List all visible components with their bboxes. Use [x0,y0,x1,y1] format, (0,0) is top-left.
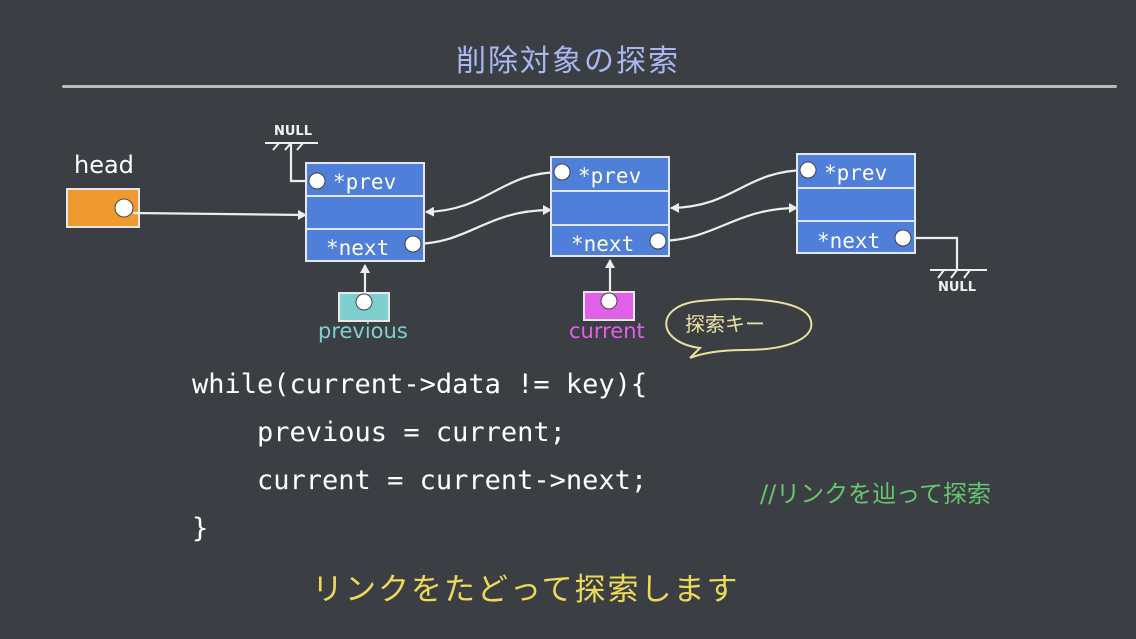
node3-next-dot [894,229,912,247]
head-label: head [74,151,134,179]
node3-next-to-null [903,236,959,270]
head-pointer: head [66,151,140,228]
null-label-left: NULL [274,124,312,139]
node3-prev-field: *prev [824,161,887,185]
current-dot [600,292,618,310]
search-key-text: 探索キー [685,312,765,336]
list-node-2: *prev *next [550,156,670,257]
node2-prev-arrow [425,170,563,217]
code-line-4: } [192,513,209,544]
node1-prev-field: *prev [333,170,396,194]
node1-prev-dot [308,172,326,190]
node1-next-dot [404,235,422,253]
code-line-3: current = current->next; [192,465,648,496]
code-line-1: while(current->data != key){ [192,369,648,400]
node3-next-field: *next [817,229,880,253]
search-key-bubble: 探索キー [665,298,813,359]
code-line-2: previous = current; [192,417,566,448]
slide-caption: リンクをたどって探索します [312,572,740,608]
head-dot [114,198,134,218]
null-label-right: NULL [938,280,976,295]
node1-next-field: *next [326,236,389,260]
title-divider [62,85,1117,88]
slide-title: 削除対象の探索 [456,44,680,79]
node2-next-arrow [657,203,798,243]
node2-next-field: *next [571,232,634,256]
node1-next-arrow [412,205,552,246]
null-ground-right: NULL [930,269,987,295]
node2-prev-dot [553,163,571,181]
code-comment: //リンクを辿って探索 [760,480,991,508]
node3-prev-arrow [670,168,809,213]
head-to-node1-arrow [132,209,307,220]
list-node-1: *prev *next [305,162,425,262]
list-node-3: *prev *next [796,153,916,254]
current-pointer: current [569,259,645,343]
node2-prev-field: *prev [578,164,641,188]
previous-dot [355,293,373,311]
current-label: current [569,319,645,343]
node2-next-dot [649,232,667,250]
previous-pointer: previous [318,264,408,343]
node3-prev-dot [799,161,817,179]
previous-label: previous [318,319,408,343]
